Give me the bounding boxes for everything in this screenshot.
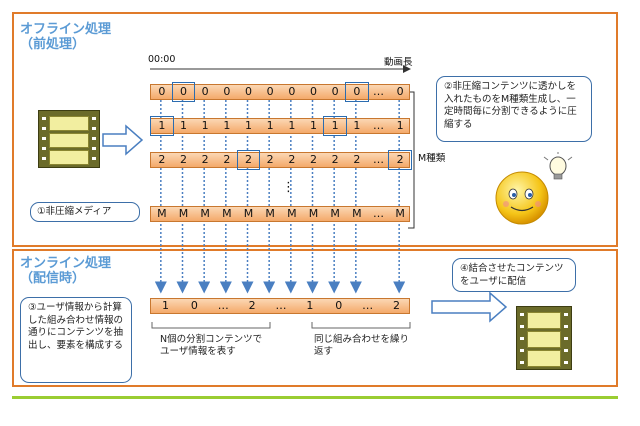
segment-cell: 2 [288,153,296,166]
segment-cell: M [308,207,319,220]
selected-segment-highlight [388,150,412,170]
caption-bracket-n [151,322,271,329]
segment-cell: 1 [158,119,166,132]
segment-cell: M [352,207,362,220]
output-cell: … [362,299,374,312]
delivered-film-icon [516,306,572,370]
segment-cell: 0 [179,85,187,98]
online-title: オンライン処理（配信時） [20,256,112,286]
media-label: ①非圧縮メディア [30,202,140,222]
segment-cell: M [265,207,275,220]
segment-cell: … [372,153,384,166]
segment-cell: 0 [309,85,317,98]
segment-cell: 2 [353,153,361,166]
segment-cell: 1 [396,119,404,132]
caption-repeat: 同じ組み合わせを繰り返す [314,334,410,357]
segment-cell: M [330,207,340,220]
segment-cell: 1 [223,119,231,132]
selected-segment-highlight [150,116,174,136]
segment-cell: 2 [244,153,252,166]
segment-cell: 2 [201,153,209,166]
output-cell: … [275,299,287,312]
output-cell: 1 [306,299,314,312]
output-cell: 0 [190,299,198,312]
segment-cell: 2 [331,153,339,166]
m-kinds-label: M種類 [418,153,446,164]
segment-cell: 2 [158,153,166,166]
segment-cell: M [222,207,232,220]
caption-bracket-repeat [311,322,411,329]
segment-cell: M [287,207,297,220]
timeline-start-label: 00:00 [148,54,176,65]
media-arrow [102,124,144,156]
segment-cell: 2 [179,153,187,166]
bottom-divider [12,396,618,399]
segment-cell: 1 [266,119,274,132]
segment-cell: 1 [309,119,317,132]
segment-cell: 0 [288,85,296,98]
output-cell: 2 [393,299,401,312]
segment-cell: 1 [201,119,209,132]
offline-title: オフライン処理（前処理） [20,22,112,52]
segment-cell: M [178,207,189,220]
note-step-2: ②非圧縮コンテンツに透かしを入れたものをM種類生成し、一定時間毎に分割できるよう… [436,76,592,142]
selected-segment-highlight [171,82,196,102]
segment-cell: M [243,207,254,220]
segment-cell: 0 [353,85,361,98]
segment-cell: M [395,207,405,220]
segment-cell: 0 [244,85,252,98]
selected-segment-highlight [236,150,261,170]
segment-cell: 0 [266,85,274,98]
segment-cell: 0 [158,85,166,98]
selected-segment-highlight [323,116,347,136]
segment-cell: M [157,207,167,220]
output-cell: … [217,299,229,312]
row-ellipsis: ⋮ [282,180,295,195]
segment-cell: 1 [353,119,361,132]
output-cell: 2 [248,299,256,312]
note-step-4: ④結合させたコンテンツをユーザに配信 [452,258,576,292]
smiley-lightbulb-icon [495,152,573,225]
segment-cell: 2 [396,153,404,166]
segment-cell: 1 [244,119,252,132]
film-strip-icon [38,110,100,168]
output-cell: 0 [335,299,343,312]
m-kinds-brace [408,91,415,229]
output-cell: 1 [161,299,169,312]
segment-cell: 0 [201,85,209,98]
delivery-arrow [431,291,508,323]
segment-cell: 2 [309,153,317,166]
segment-cell: M [200,207,210,220]
segment-cell: 0 [396,85,404,98]
segment-cell: 1 [331,119,339,132]
segment-cell: 0 [331,85,339,98]
segment-cell: … [372,207,384,220]
output-segment-strip: 1 0 … 2 … 1 0 … 2 [150,298,410,314]
caption-n-segments: N個の分割コンテンツでユーザ情報を表す [160,334,263,357]
segment-cell: … [372,119,384,132]
selected-segment-highlight [345,82,369,102]
segment-cell: … [372,85,384,98]
segment-cell: 1 [179,119,187,132]
segment-cell: 2 [223,153,231,166]
segment-cell: 0 [223,85,231,98]
segment-cell: 1 [288,119,296,132]
segment-cell: 2 [266,153,274,166]
note-step-3: ③ユーザ情報から計算した組み合わせ情報の通りにコンテンツを抽出し、要素を構成する [20,297,132,383]
timeline-end-label: 動画長 [384,57,413,68]
